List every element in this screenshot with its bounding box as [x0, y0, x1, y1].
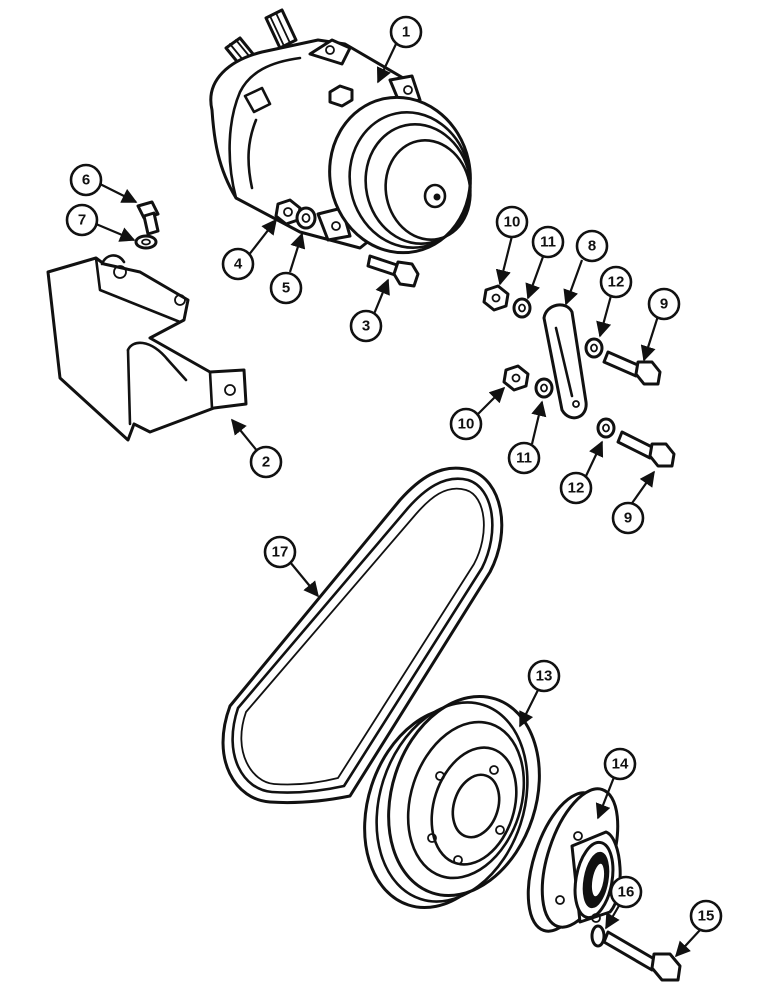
nut-10-lower — [502, 364, 530, 392]
callout-6: 6 — [69, 163, 103, 197]
bolt-6 — [136, 200, 160, 236]
bolt-9-upper — [602, 350, 662, 386]
callout-5: 5 — [269, 271, 303, 305]
callout-14-label: 14 — [612, 756, 629, 773]
washer-12-lower — [596, 417, 616, 439]
callout-10-upper: 10 — [495, 205, 529, 239]
callout-3-label: 3 — [362, 318, 370, 335]
leader-lines — [95, 43, 701, 958]
callout-10-lower: 10 — [449, 407, 483, 441]
bolt-9-lower — [616, 430, 676, 468]
callout-16-label: 16 — [618, 884, 635, 901]
callout-1-label: 1 — [402, 24, 410, 41]
mounting-bracket — [46, 254, 248, 442]
pulley-hub — [526, 787, 622, 933]
callout-3: 3 — [349, 309, 383, 343]
callout-14: 14 — [603, 747, 637, 781]
callout-17-label: 17 — [272, 544, 289, 561]
callout-2-label: 2 — [262, 454, 270, 471]
callout-8: 8 — [575, 229, 609, 263]
nut-10-upper — [482, 284, 510, 312]
callout-12-lower-label: 12 — [568, 480, 585, 497]
crank-pulley — [363, 694, 541, 910]
washer-16 — [590, 924, 606, 948]
callout-8-label: 8 — [588, 238, 596, 255]
callout-9-upper: 9 — [647, 287, 681, 321]
callout-11-upper: 11 — [531, 225, 565, 259]
adjusting-strap — [542, 303, 588, 420]
callout-12-upper: 12 — [599, 265, 633, 299]
bolt-15 — [602, 930, 682, 982]
callout-15: 15 — [689, 899, 723, 933]
callout-15-label: 15 — [698, 908, 715, 925]
washer-5 — [295, 206, 317, 230]
callout-17: 17 — [263, 535, 297, 569]
callout-5-label: 5 — [282, 280, 290, 297]
callout-10-lower-label: 10 — [458, 416, 475, 433]
callout-11-lower-label: 11 — [516, 450, 532, 467]
callout-6-label: 6 — [82, 172, 90, 189]
callout-1: 1 — [389, 15, 423, 49]
washer-7 — [134, 234, 158, 250]
callout-9-upper-label: 9 — [660, 296, 668, 313]
callout-7-label: 7 — [78, 212, 86, 229]
callout-12-upper-label: 12 — [608, 274, 625, 291]
callout-7: 7 — [65, 203, 99, 237]
callout-13-label: 13 — [536, 668, 553, 685]
callout-11-lower: 11 — [507, 441, 541, 475]
callout-4: 4 — [221, 247, 255, 281]
callout-13: 13 — [527, 659, 561, 693]
washer-11-upper — [512, 297, 532, 319]
washer-11-lower — [534, 377, 554, 399]
washer-12-upper — [584, 337, 604, 359]
callout-9-lower: 9 — [611, 501, 645, 535]
compressor-fitting-right — [264, 8, 298, 50]
callout-2: 2 — [249, 445, 283, 479]
callout-11-upper-label: 11 — [540, 234, 556, 251]
bolt-3 — [366, 254, 420, 288]
compressor-clutch-pulley — [328, 95, 472, 255]
callout-16: 16 — [609, 875, 643, 909]
callout-12-lower: 12 — [559, 471, 593, 505]
compressor — [209, 8, 472, 255]
drive-belt — [221, 466, 504, 805]
callout-9-lower-label: 9 — [624, 510, 632, 527]
callout-10-upper-label: 10 — [504, 214, 521, 231]
callout-4-label: 4 — [234, 256, 243, 273]
